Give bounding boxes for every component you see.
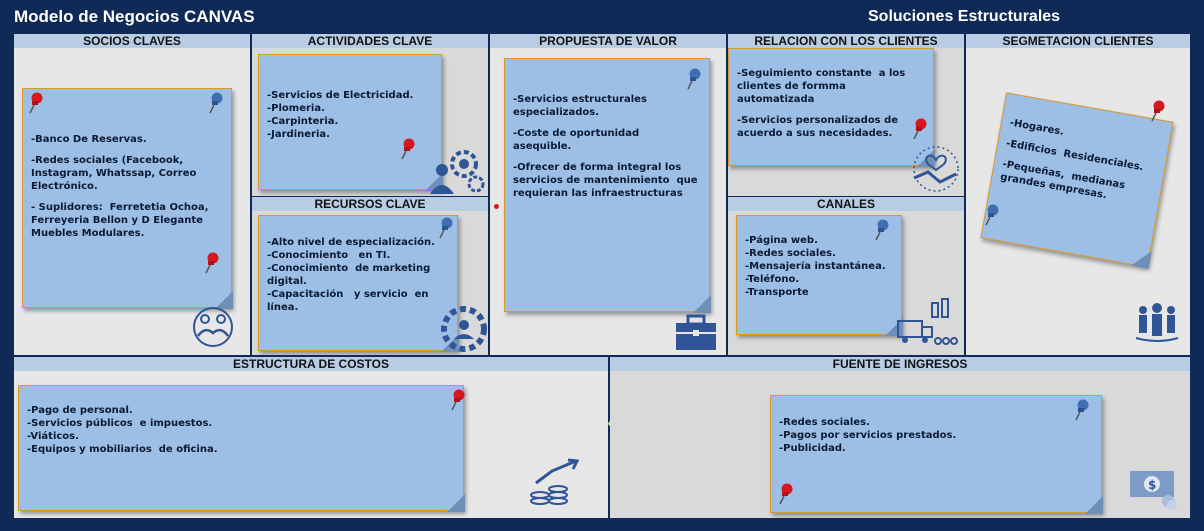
note-line: -Viáticos. (27, 431, 79, 442)
note-socios[interactable]: -Banco De Reservas. -Redes sociales (Face… (22, 88, 233, 309)
worker-gears-icon (430, 150, 485, 194)
section-actividades-clave: ACTIVIDADES CLAVE -Servicios de Electric… (252, 34, 488, 196)
section-title: SOCIOS CLAVES (14, 34, 250, 48)
note-canales[interactable]: -Página web. -Redes sociales. -Mensajería … (736, 215, 903, 336)
section-title: SEGMETACION CLIENTES (966, 34, 1190, 48)
section-segmentacion-clientes: SEGMETACION CLIENTES -Hogares.-Edificios… (966, 34, 1190, 355)
pin-red-icon (913, 118, 927, 140)
pin-red-icon (451, 389, 465, 411)
line-gap (31, 146, 223, 154)
section-title: RELACION CON LOS CLIENTES (728, 34, 964, 48)
line-gap (737, 106, 925, 114)
handshake-people-icon (193, 307, 233, 347)
coins-growth-icon (530, 458, 580, 505)
note-line: -Página web. (745, 235, 818, 246)
briefcase-icon (676, 314, 716, 350)
note-line: -Plomeria. (267, 103, 325, 114)
pin-blue-icon (875, 219, 889, 241)
money-bill-icon: $ (1130, 471, 1177, 510)
note-line: -Alto nivel de especialización. (267, 237, 435, 248)
note-line: -Mensajería instantánea. (745, 261, 886, 272)
note-line: -Carpinteria. (267, 116, 339, 127)
pin-red-icon (205, 252, 219, 274)
section-title: ACTIVIDADES CLAVE (252, 34, 488, 48)
note-segmentacion[interactable]: -Hogares.-Edificios Residenciales.-Peque… (980, 92, 1174, 269)
svg-text:$: $ (1148, 478, 1156, 492)
section-title: RECURSOS CLAVE (252, 197, 488, 211)
note-fold (447, 494, 465, 512)
line-gap (31, 193, 223, 201)
pin-blue-icon (209, 92, 223, 114)
note-line: -Servicios estructurales especializados. (513, 94, 651, 118)
note-fold (215, 291, 233, 309)
team-gear-icon (441, 306, 487, 352)
note-ingresos[interactable]: -Redes sociales. -Pagos por servicios pre… (770, 395, 1103, 514)
company-name: Soluciones Estructurales (868, 8, 1061, 25)
note-line: -Banco De Reservas. (31, 134, 147, 145)
note-fold (693, 295, 711, 313)
pin-blue-icon (1075, 399, 1089, 421)
note-line: -Servicios de Electricidad. (267, 90, 414, 101)
note-line: -Jardineria. (267, 129, 330, 140)
note-relacion[interactable]: -Seguimiento constante a los clientes de… (728, 48, 935, 167)
note-line: - Suplidores: Ferretetia Ochoa, Ferreyer… (31, 202, 212, 239)
section-relacion-clientes: RELACION CON LOS CLIENTES -Seguimiento c… (728, 34, 964, 196)
note-line: -Publicidad. (779, 443, 846, 454)
section-title: CANALES (728, 197, 964, 211)
note-fold (1130, 247, 1152, 269)
note-line: -Conocimiento de marketing digital. (267, 263, 434, 287)
note-fold (1085, 496, 1103, 514)
note-line: -Conocimiento en TI. (267, 250, 391, 261)
note-recursos[interactable]: -Alto nivel de especialización. -Conocimi… (258, 215, 459, 352)
section-propuesta-valor: PROPUESTA DE VALOR -Servicios estructura… (490, 34, 726, 355)
note-line: -Redes sociales. (745, 248, 836, 259)
line-gap (513, 153, 701, 161)
pin-red-icon (401, 138, 415, 160)
note-line: -Seguimiento constante a los clientes de… (737, 68, 909, 105)
note-line: -Pago de personal. (27, 405, 133, 416)
note-line: -Equipos y mobiliarios de oficina. (27, 444, 218, 455)
note-actividades[interactable]: -Servicios de Electricidad. -Plomeria. -Ca… (258, 54, 443, 191)
note-costos[interactable]: -Pago de personal. -Servicios públicos e … (18, 385, 465, 512)
pin-red-icon (29, 92, 43, 114)
people-group-icon (1135, 303, 1179, 342)
note-line: -Ofrecer de forma integral los servicios… (513, 162, 701, 199)
note-line: -Servicios públicos e impuestos. (27, 418, 213, 429)
section-socios-claves: SOCIOS CLAVES -Banco De Reservas. -Redes … (14, 34, 250, 355)
line-gap (513, 119, 701, 127)
section-estructura-costos: ESTRUCTURA DE COSTOS -Pago de personal.-… (14, 357, 608, 518)
handshake-heart-icon (913, 146, 959, 192)
note-line: -Coste de oportunidad asequible. (513, 128, 647, 152)
pin-red-icon (779, 483, 793, 505)
page-title: Modelo de Negocios CANVAS (14, 7, 255, 26)
bullet-dot (494, 204, 499, 209)
pin-blue-icon (687, 68, 701, 90)
note-line: -Transporte (745, 287, 809, 298)
note-line: -Redes sociales (Facebook, Instagram, Wh… (31, 155, 200, 192)
note-line: -Teléfono. (745, 274, 800, 285)
section-recursos-clave: RECURSOS CLAVE -Alto nivel de especializ… (252, 197, 488, 355)
section-fuente-ingresos: FUENTE DE INGRESOS -Redes sociales. -Pago… (610, 357, 1190, 518)
section-title: ESTRUCTURA DE COSTOS (14, 357, 608, 371)
delivery-truck-icon (897, 298, 958, 345)
section-title: PROPUESTA DE VALOR (490, 34, 726, 48)
note-line: -Pagos por servicios prestados. (779, 430, 957, 441)
pin-red-icon (1151, 100, 1165, 122)
note-line: -Servicios personalizados de acuerdo a s… (737, 115, 902, 139)
pin-blue-icon (985, 204, 999, 226)
note-propuesta[interactable]: -Servicios estructurales especializados.… (504, 58, 711, 313)
note-line: -Redes sociales. (779, 417, 870, 428)
section-title: FUENTE DE INGRESOS (610, 357, 1190, 371)
section-canales: CANALES -Página web. -Redes sociales. -Men… (728, 197, 964, 355)
note-line: -Capacitación y servicio en línea. (267, 289, 433, 313)
pin-blue-icon (439, 217, 453, 239)
